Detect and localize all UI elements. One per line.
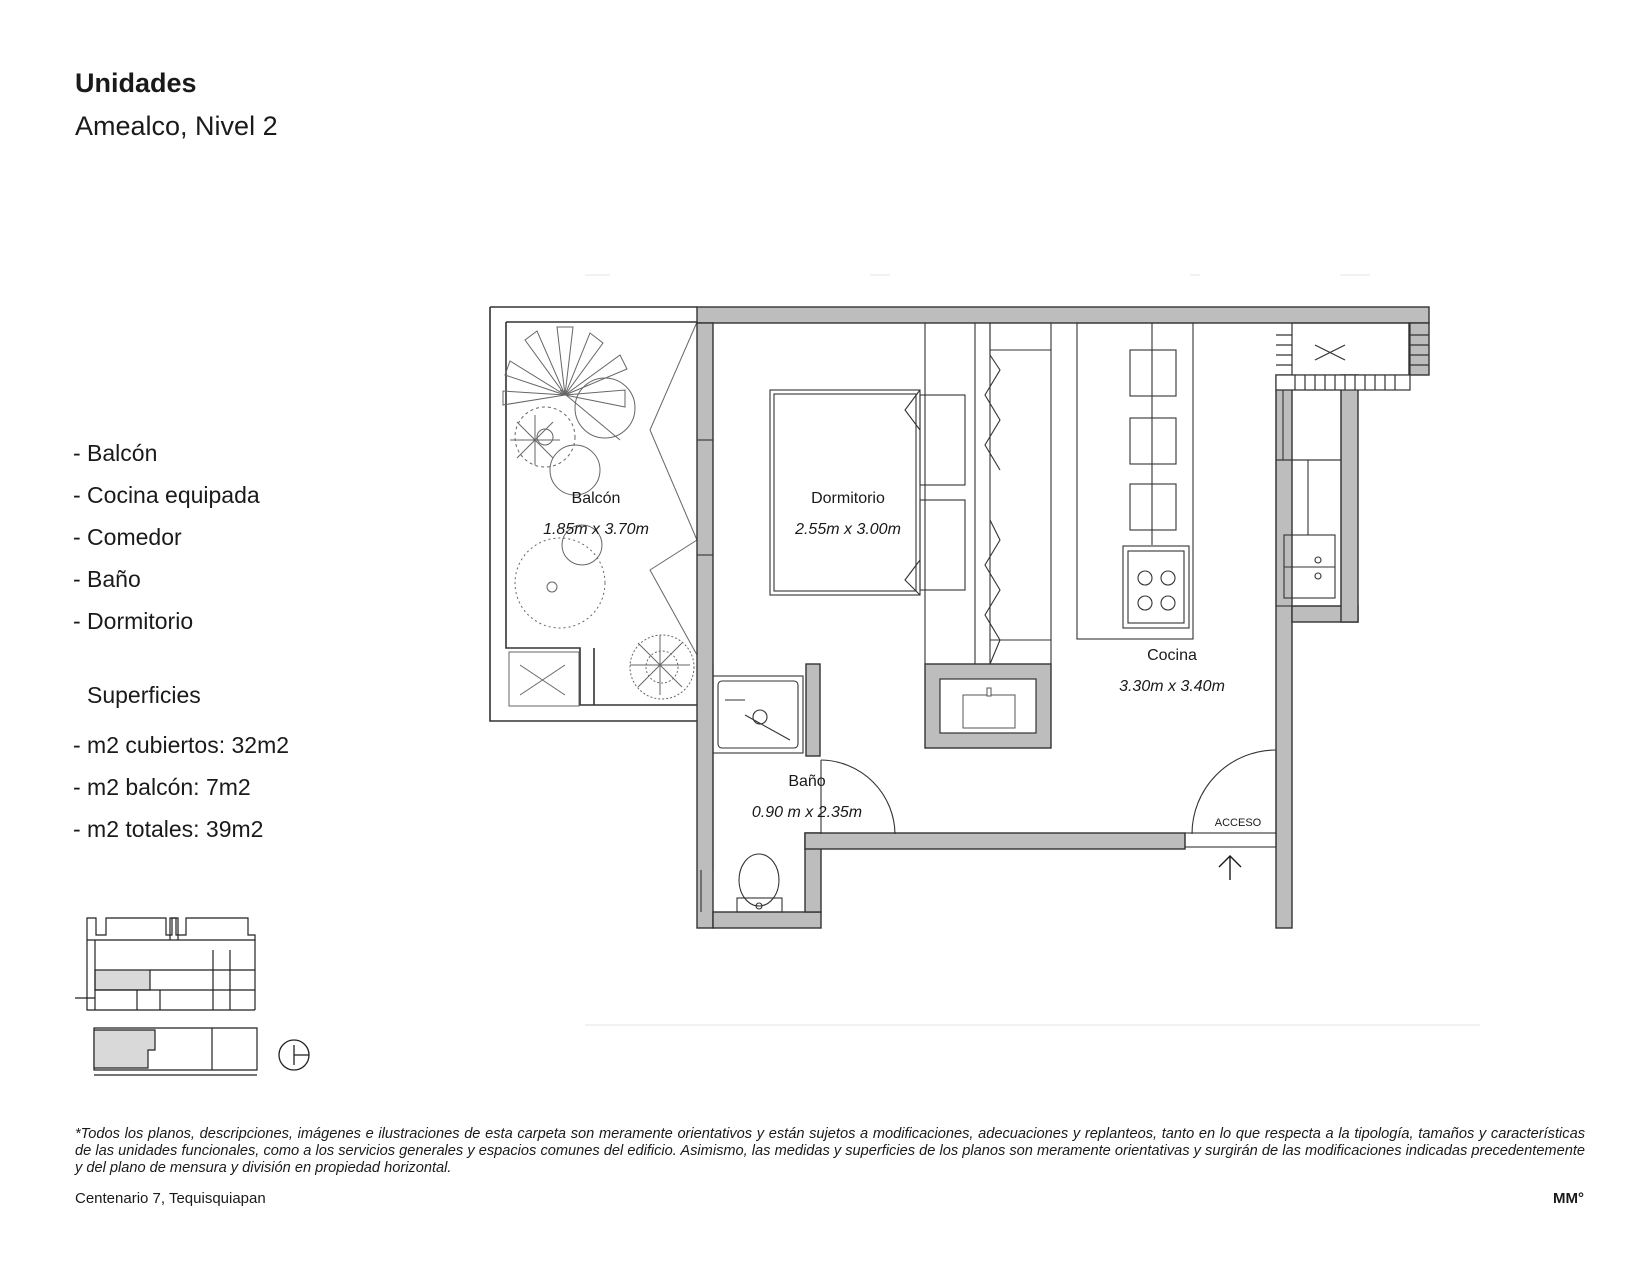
feature-item: - Balcón [73,440,158,466]
sink-icon [962,694,1016,729]
room-label-dormitorio: Dormitorio [811,490,885,507]
walls [696,306,1430,929]
page-title: Unidades [75,68,197,98]
building-locator [75,917,258,1076]
feature-item: - Dormitorio [73,608,194,634]
room-dims-balcon: 1.85m x 3.70m [543,521,649,538]
bedroom-furniture [697,323,1052,665]
feature-item: - Baño [73,566,141,592]
access-arrow-icon [1218,855,1242,880]
terrace-stair [1275,322,1429,391]
disclaimer-text: *Todos los planos, descripciones, imágen… [75,1126,1585,1176]
surface-item: - m2 cubiertos: 32m2 [73,732,290,758]
access-label: ACCESO [1215,817,1262,829]
bathroom-fixtures [700,664,804,913]
balcony-outline [489,306,697,722]
brand-logo: MM° [1553,1190,1584,1207]
room-label-balcon: Balcón [572,490,621,507]
surfaces-heading: Superficies [87,682,201,708]
surface-item: - m2 balcón: 7m2 [73,774,251,800]
compass-icon [278,1039,310,1071]
surface-item: - m2 totales: 39m2 [73,816,264,842]
feature-item: - Cocina equipada [73,482,260,508]
room-label-cocina: Cocina [1147,647,1197,664]
frame-marks [585,274,1480,1026]
address-text: Centenario 7, Tequisquiapan [75,1190,266,1207]
kitchen-island [1076,322,1194,640]
kitchen-cabinets [1275,389,1342,607]
doors [820,749,1277,848]
surfaces-list: - m2 cubiertos: 32m2 - m2 balcón: 7m2 - … [73,724,289,850]
room-dims-bano: 0.90 m x 2.35m [752,804,862,821]
room-label-bano: Baño [788,773,825,790]
balcony-plants [502,321,698,707]
room-dims-cocina: 3.30m x 3.40m [1119,678,1225,695]
feature-item: - Comedor [73,524,182,550]
room-dims-dormitorio: 2.55m x 3.00m [794,521,901,538]
page-subtitle: Amealco, Nivel 2 [75,111,278,141]
feature-list: - Balcón - Cocina equipada - Comedor - B… [73,432,260,642]
